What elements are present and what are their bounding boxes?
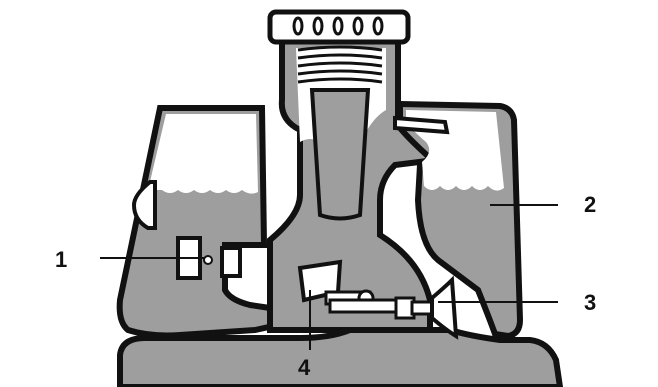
left-float (203, 255, 213, 265)
cap (267, 9, 411, 45)
callout-3: 3 (584, 290, 596, 315)
left-valve-block (220, 246, 242, 278)
callout-1: 1 (55, 247, 67, 272)
callout-4: 4 (298, 355, 311, 380)
cap-grip (292, 16, 384, 36)
callout-2: 2 (584, 192, 596, 217)
left-handle (131, 180, 157, 230)
inner-tube (309, 88, 371, 221)
lower-body (117, 327, 564, 387)
left-chamber-air (148, 114, 258, 194)
thread (297, 45, 383, 84)
nozzle (394, 275, 459, 340)
overflow-tube (393, 115, 450, 135)
